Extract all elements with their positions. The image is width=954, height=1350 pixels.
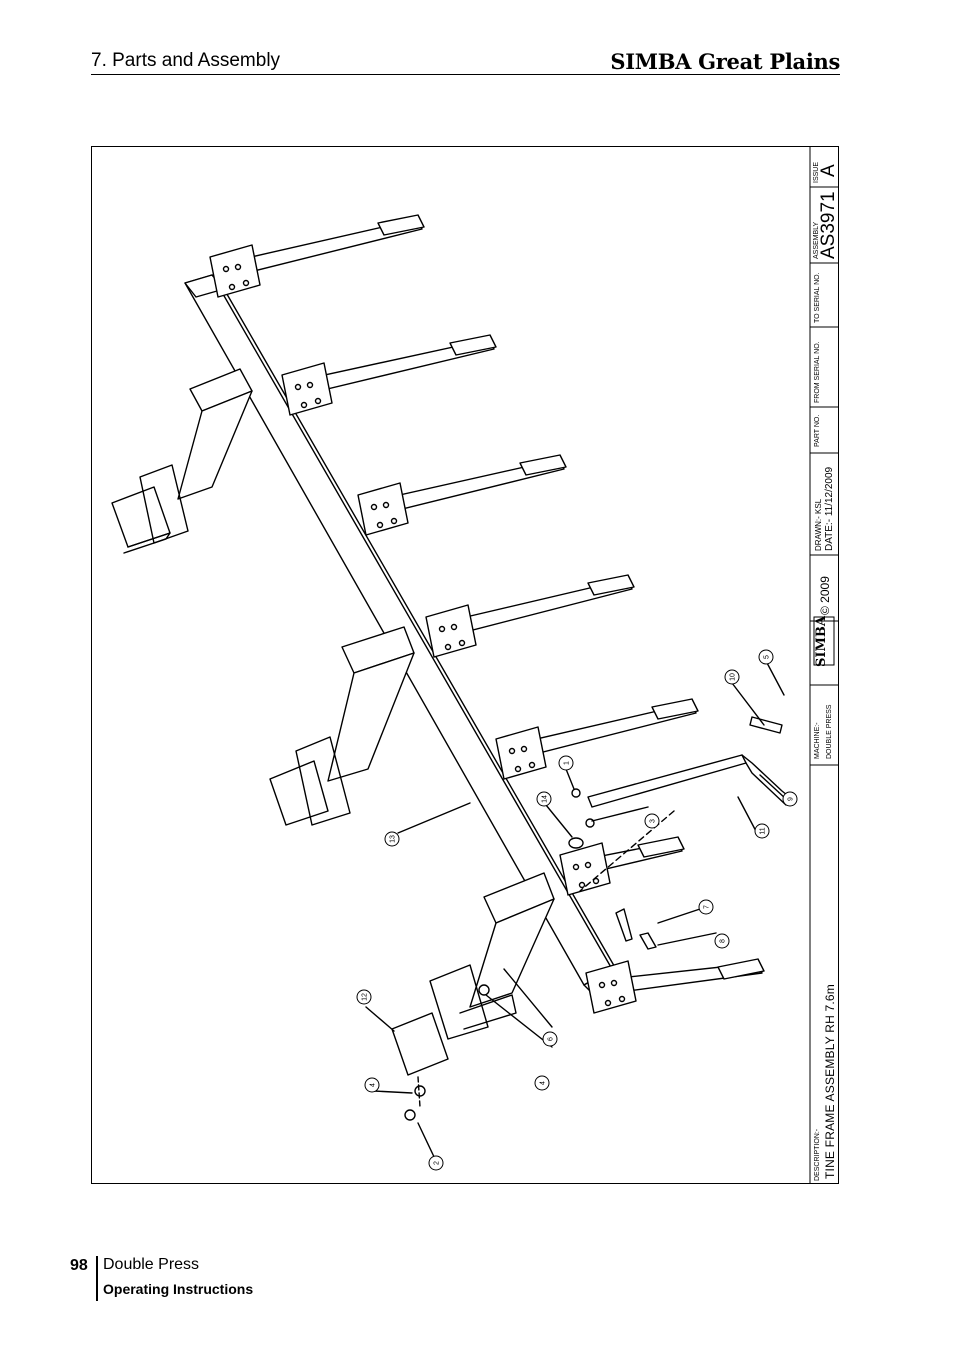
footer-title: Double Press [103,1256,200,1273]
callout-bubble: 12 [356,989,372,1005]
tine-arm [281,334,497,416]
machine-text: DOUBLE PRESS [826,704,833,759]
section-title: 7. Parts and Assembly [91,50,281,71]
tine-arm [209,214,425,298]
simba-logo: SIMBA [814,616,829,667]
tine-arm [559,836,685,896]
tine-arm [357,454,567,536]
callout-number: 7 [704,905,711,909]
callout-number: 5 [764,655,771,659]
callout-number: 2 [434,1161,441,1165]
description-label: DESCRIPTION:- [814,1128,821,1181]
callout-bubble: 4 [364,1077,380,1093]
callout-bubble: 7 [698,899,714,915]
header-divider [91,74,840,75]
callout-bubble: 3 [644,813,660,829]
callout-number: 1 [564,761,571,765]
callout-number: 4 [370,1083,377,1087]
copyright-text: © 2009 [818,576,832,615]
callout-bubble: 1 [558,755,574,771]
tine-arm [585,958,765,1014]
drawn-by: DRAWN:- KSL [814,498,823,551]
to-serial-label: TO SERIAL NO. [814,272,821,323]
callout-number: 9 [788,797,795,801]
callout-number: 4 [540,1081,547,1085]
machine-label: MACHINE:- [814,722,821,759]
brand-logo: SIMBA Great Plains [610,49,840,74]
issue-letter: A [818,164,839,177]
description-text: TINE FRAME ASSEMBLY RH 7.6m [823,983,837,1179]
callout-bubble: 6 [542,1031,558,1047]
callout-number: 10 [730,673,737,681]
callout-number: 8 [720,939,727,943]
callout-number: 14 [542,795,549,803]
callout-bubble: 10 [724,669,740,685]
callout-number: 3 [650,819,657,823]
assembly-number: AS3971 [818,191,839,259]
callout-number: 12 [362,993,369,1001]
tine-arm [495,698,699,780]
tine-arm [425,574,635,658]
footer-divider [96,1256,98,1301]
callout-bubble: 2 [428,1155,444,1171]
callout-number: 13 [390,835,397,843]
page-number: 98 [70,1257,88,1274]
footer-subtitle: Operating Instructions [103,1281,254,1297]
callout-number: 6 [548,1037,555,1041]
drawing-date: DATE:- 11/12/2009 [824,466,835,551]
from-serial-label: FROM SERIAL NO. [814,341,821,403]
callout-bubble: 13 [384,831,400,847]
callout-bubble: 14 [536,791,552,807]
part-no-label: PART NO. [814,414,821,447]
callout-bubble: 4 [534,1075,550,1091]
callout-number: 11 [760,827,767,834]
callout-bubble: 8 [714,933,730,949]
callout-bubble: 9 [782,791,798,807]
callout-bubble: 11 [754,823,770,839]
callout-bubble: 5 [758,649,774,665]
